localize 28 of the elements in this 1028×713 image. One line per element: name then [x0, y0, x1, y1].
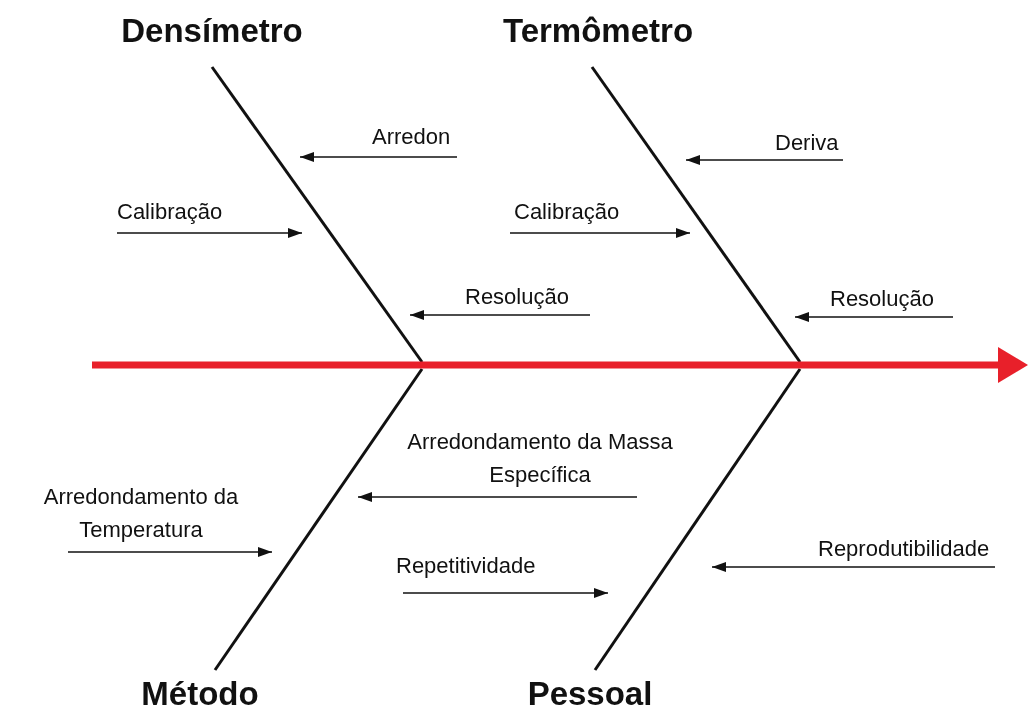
- category-heading: Densímetro: [92, 12, 332, 50]
- cause-label: Calibração: [117, 195, 223, 228]
- cause-arrow: [116, 228, 303, 238]
- cause-label: Arredondamento da Massa Específica: [395, 425, 685, 491]
- cause-arrow: [685, 155, 844, 165]
- cause-label: Resolução: [465, 280, 569, 313]
- cause-arrow: [357, 492, 638, 502]
- cause-arrow: [509, 228, 691, 238]
- cause-label: Repetitividade: [396, 549, 536, 582]
- cause-label: Arredon: [372, 120, 451, 153]
- category-heading: Método: [80, 675, 320, 713]
- cause-label: Deriva: [775, 126, 839, 159]
- bone-line: [593, 368, 802, 671]
- cause-label: Calibração: [514, 195, 620, 228]
- cause-arrow: [409, 310, 591, 320]
- cause-label: Resolução: [830, 282, 934, 315]
- bone-line: [210, 66, 424, 363]
- cause-arrow: [299, 152, 458, 162]
- cause-label: Reprodutibilidade: [818, 532, 990, 565]
- bone-line: [213, 368, 424, 671]
- category-heading: Termômetro: [478, 12, 718, 50]
- cause-arrow: [711, 562, 996, 572]
- bone-line: [590, 66, 802, 363]
- cause-arrow: [402, 588, 609, 598]
- cause-arrow: [794, 312, 954, 322]
- category-heading: Pessoal: [470, 675, 710, 713]
- cause-label: Arredondamento da Temperatura: [6, 480, 276, 546]
- cause-arrow: [67, 547, 273, 557]
